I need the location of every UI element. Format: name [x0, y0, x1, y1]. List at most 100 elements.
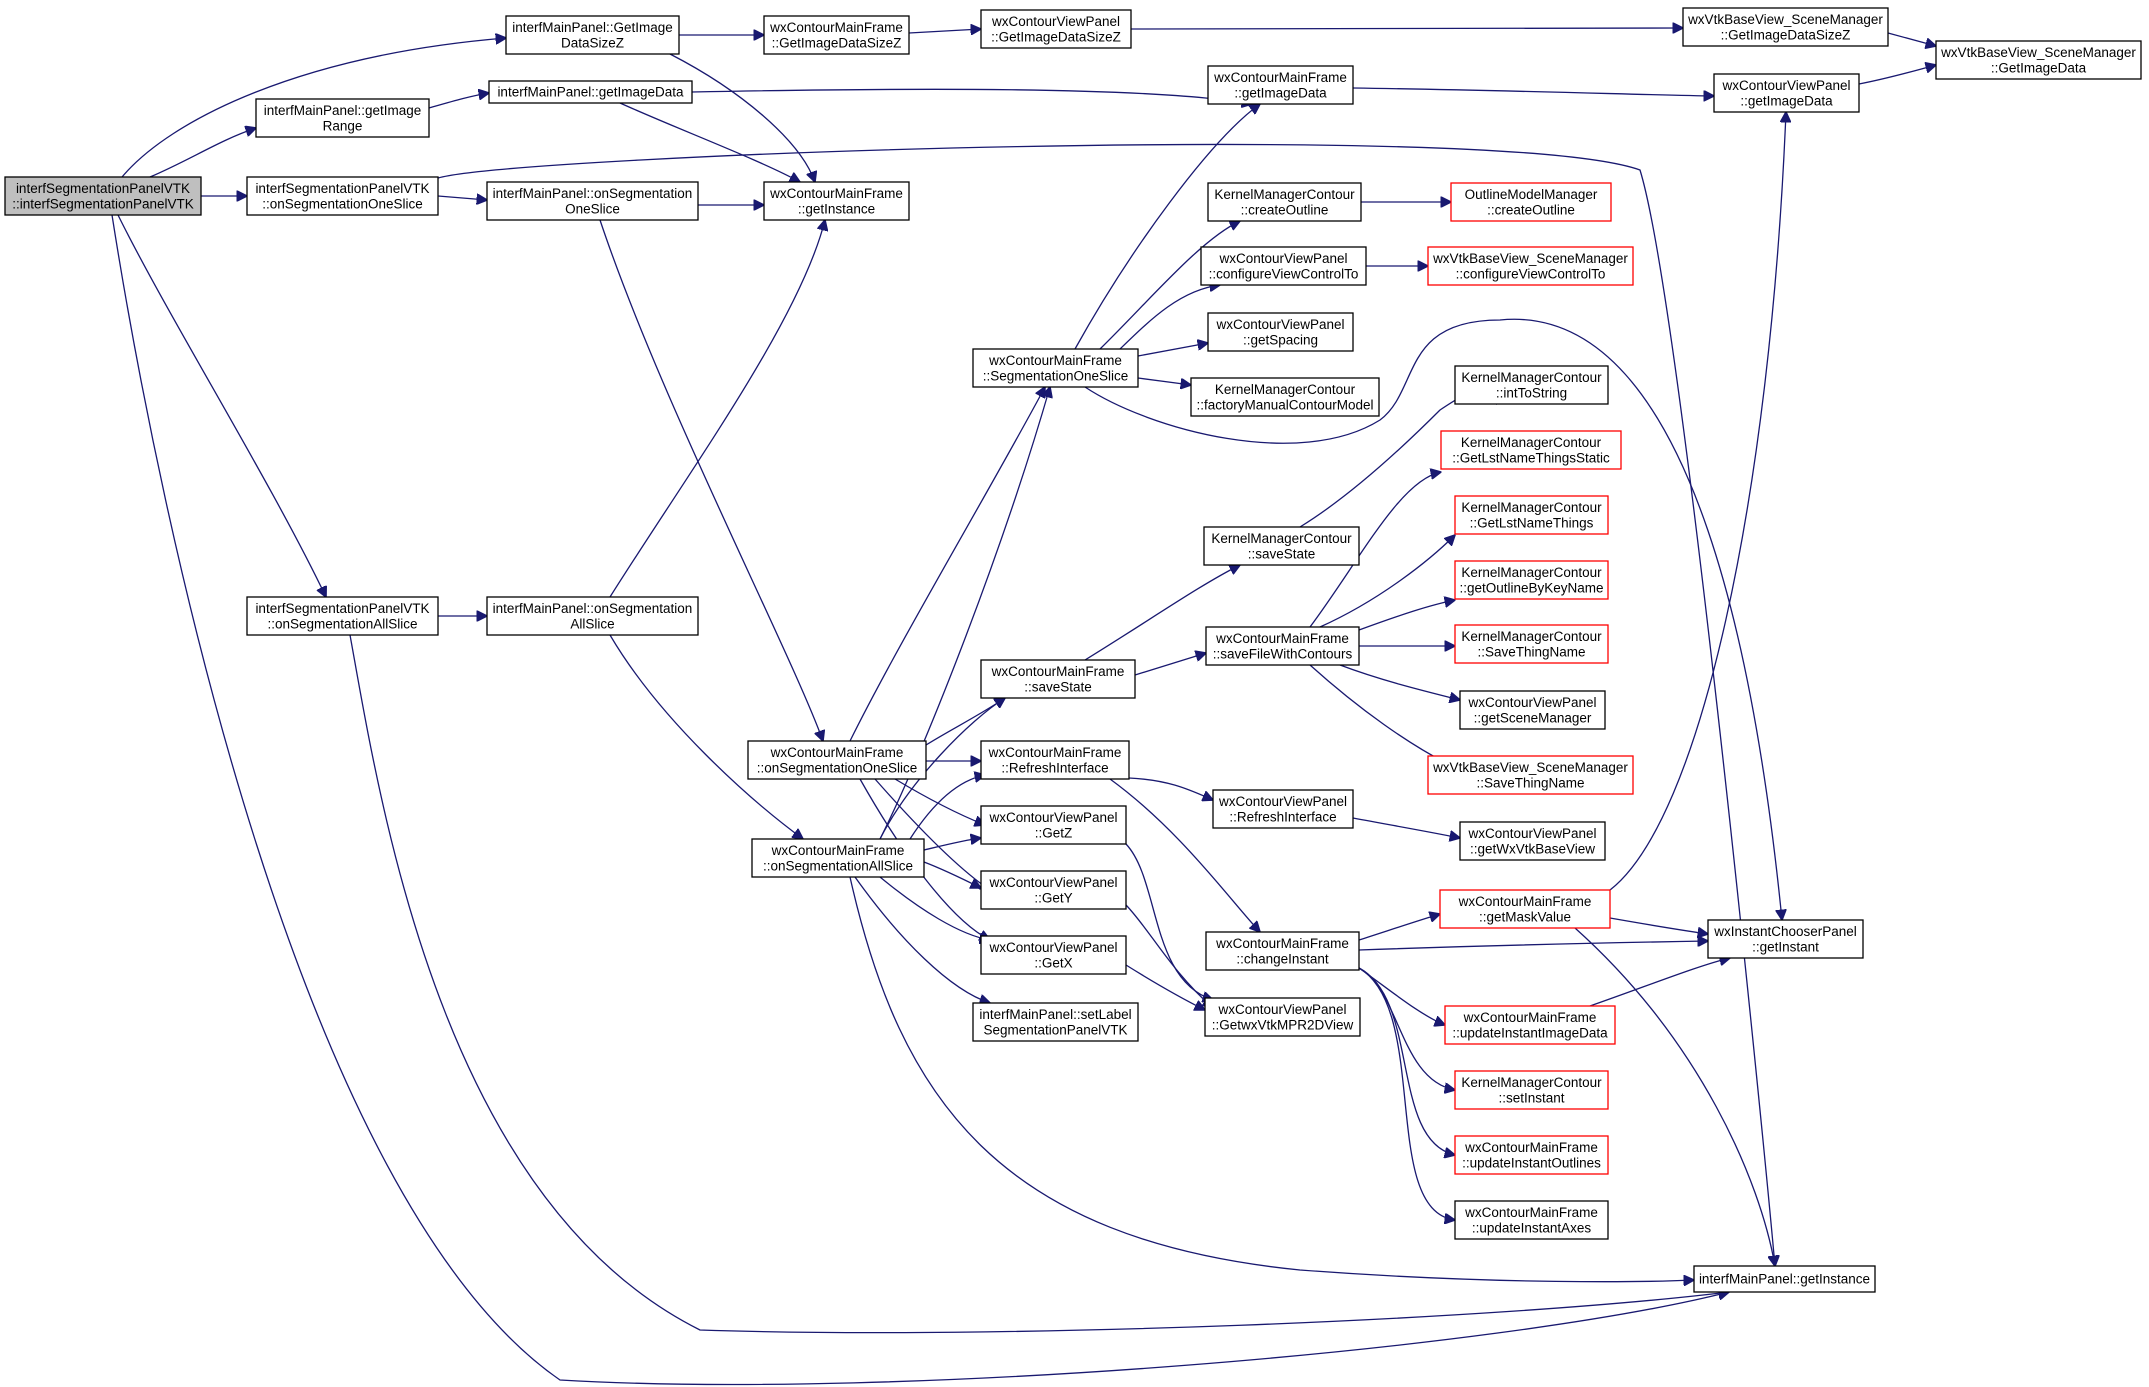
node-isp_onSegOne[interactable]: interfSegmentationPanelVTK::onSegmentati… [246, 176, 439, 216]
node-vbv_getImageDataSizeZ[interactable]: wxVtkBaseView_SceneManager::GetImageData… [1682, 7, 1889, 47]
node-omm_createOutline[interactable]: OutlineModelManager::createOutline [1450, 182, 1612, 222]
node-label: ::SaveThingName [1477, 644, 1585, 659]
node-label: wxVtkBaseView_SceneManager [1687, 12, 1883, 27]
node-cvp_getZ[interactable]: wxContourViewPanel::GetZ [980, 805, 1127, 845]
node-box [488, 80, 693, 104]
node-label: KernelManagerContour [1211, 531, 1352, 546]
node-box [980, 740, 1130, 780]
node-cmf_segOne[interactable]: wxContourMainFrame::SegmentationOneSlice [972, 348, 1139, 388]
node-kmc_saveThing[interactable]: KernelManagerContour::SaveThingName [1454, 624, 1609, 664]
node-box [972, 348, 1139, 388]
node-box [1204, 997, 1361, 1037]
node-box [1454, 624, 1609, 664]
node-kmc_getOutline[interactable]: KernelManagerContour::getOutlineByKeyNam… [1454, 560, 1609, 600]
node-cmf_onSegOne[interactable]: wxContourMainFrame::onSegmentationOneSli… [747, 740, 927, 780]
edge-imp_onSegOne-to-cmf_onSegOne [599, 219, 823, 741]
node-kmc_getLstStatic[interactable]: KernelManagerContour::GetLstNameThingsSt… [1440, 430, 1622, 470]
node-kmc_saveState[interactable]: KernelManagerContour::saveState [1203, 526, 1360, 566]
edge-cmf_onSegOne-to-cmf_saveState [925, 698, 1005, 746]
node-label: wxContourViewPanel [1218, 251, 1347, 266]
node-imp_getImageDataSizeZ[interactable]: interfMainPanel::GetImageDataSizeZ [505, 15, 680, 55]
node-cmf_updAxes[interactable]: wxContourMainFrame::updateInstantAxes [1454, 1200, 1609, 1240]
node-cmf_onSegAll[interactable]: wxContourMainFrame::onSegmentationAllSli… [751, 838, 925, 878]
node-kmc_factory[interactable]: KernelManagerContour::factoryManualConto… [1190, 377, 1380, 417]
function-nodes: interfSegmentationPanelVTK::interfSegmen… [4, 7, 2142, 1293]
node-box [980, 805, 1127, 845]
node-label: wxContourMainFrame [1213, 70, 1347, 85]
edge-cmf_saveFile-to-kmc_getLstStatic [1309, 472, 1441, 628]
node-root[interactable]: interfSegmentationPanelVTK::interfSegmen… [4, 176, 202, 216]
node-label: wxContourViewPanel [1467, 826, 1596, 841]
node-label: interfSegmentationPanelVTK [255, 181, 429, 196]
node-cvp_getImageDataSizeZ[interactable]: wxContourViewPanel::GetImageDataSizeZ [980, 9, 1132, 49]
node-label: ::GetImageData [1991, 60, 2087, 75]
node-box [747, 740, 927, 780]
node-cvp_configView[interactable]: wxContourViewPanel::configureViewControl… [1200, 246, 1367, 286]
node-kmc_intToString[interactable]: KernelManagerContour::intToString [1454, 365, 1609, 405]
node-label: ::updateInstantOutlines [1462, 1155, 1601, 1170]
node-box [1454, 365, 1609, 405]
node-cmf_getInstance[interactable]: wxContourMainFrame::getInstance [763, 181, 910, 221]
node-cmf_saveState[interactable]: wxContourMainFrame::saveState [980, 659, 1136, 699]
node-imp_onSegOne[interactable]: interfMainPanel::onSegmentationOneSlice [486, 181, 699, 221]
node-imp_onSegAll[interactable]: interfMainPanel::onSegmentationAllSlice [486, 596, 699, 636]
edge-cmf_saveFile-to-vbv_saveThing [1309, 664, 1450, 765]
node-cvp_refresh[interactable]: wxContourViewPanel::RefreshInterface [1212, 789, 1354, 829]
node-kmc_setInstant[interactable]: KernelManagerContour::setInstant [1454, 1070, 1609, 1110]
node-cmf_refresh[interactable]: wxContourMainFrame::RefreshInterface [980, 740, 1130, 780]
edge-cmf_getMask-to-cvp_getImageData [1609, 112, 1786, 891]
node-cvp_getY[interactable]: wxContourViewPanel::GetY [980, 870, 1127, 910]
edge-cmf_saveState-to-cmf_saveFile [1134, 653, 1206, 676]
node-label: wxContourMainFrame [1458, 894, 1592, 909]
edge-cmf_segOne-to-kmc_createOutline [1099, 221, 1240, 350]
node-imp_getInstance[interactable]: interfMainPanel::getInstance [1693, 1265, 1876, 1293]
node-label: KernelManagerContour [1461, 1075, 1602, 1090]
node-box [255, 98, 430, 138]
node-label: wxContourViewPanel [988, 940, 1117, 955]
node-cmf_updOutlines[interactable]: wxContourMainFrame::updateInstantOutline… [1454, 1135, 1609, 1175]
node-box [980, 870, 1127, 910]
node-box [1203, 526, 1360, 566]
node-label: OutlineModelManager [1465, 187, 1598, 202]
node-label: wxContourMainFrame [771, 843, 905, 858]
node-kmc_getLst[interactable]: KernelManagerContour::GetLstNameThings [1454, 495, 1609, 535]
node-box [1454, 560, 1609, 600]
node-vbv_configView[interactable]: wxVtkBaseView_SceneManager::configureVie… [1427, 246, 1634, 286]
node-cmf_getImageDataSizeZ[interactable]: wxContourMainFrame::GetImageDataSizeZ [763, 15, 910, 55]
node-imp_getImageData[interactable]: interfMainPanel::getImageData [488, 80, 693, 104]
edge-cmf_onSegOne-to-cmf_segOne [849, 387, 1045, 742]
node-box [1205, 931, 1360, 971]
node-box [1212, 789, 1354, 829]
node-cvp_getSpacing[interactable]: wxContourViewPanel::getSpacing [1207, 312, 1354, 352]
node-cvp_getScene[interactable]: wxContourViewPanel::getSceneManager [1459, 690, 1606, 730]
node-vbv_getImageData[interactable]: wxVtkBaseView_SceneManager::GetImageData [1935, 40, 2142, 80]
node-cvp_getImageData[interactable]: wxContourViewPanel::getImageData [1713, 73, 1860, 113]
node-box [1459, 690, 1606, 730]
node-box [1200, 246, 1367, 286]
node-kmc_createOutline[interactable]: KernelManagerContour::createOutline [1207, 182, 1362, 222]
node-icp_getInstant[interactable]: wxInstantChooserPanel::getInstant [1707, 919, 1864, 959]
node-cmf_getMask[interactable]: wxContourMainFrame::getMaskValue [1439, 889, 1611, 929]
node-label: interfSegmentationPanelVTK [255, 601, 429, 616]
edge-cvp_getY-to-cvp_getMPR [1125, 904, 1213, 1008]
node-box [1440, 430, 1622, 470]
node-imp_setLabel[interactable]: interfMainPanel::setLabelSegmentationPan… [972, 1002, 1139, 1042]
node-cmf_saveFile[interactable]: wxContourMainFrame::saveFileWithContours [1205, 626, 1360, 666]
node-vbv_saveThing[interactable]: wxVtkBaseView_SceneManager::SaveThingNam… [1427, 755, 1634, 795]
edge-cmf_onSegAll-to-imp_setLabel [854, 876, 990, 1003]
node-cmf_getImageData[interactable]: wxContourMainFrame::getImageData [1207, 65, 1354, 105]
node-cmf_changeInstant[interactable]: wxContourMainFrame::changeInstant [1205, 931, 1360, 971]
node-label: wxContourMainFrame [991, 664, 1125, 679]
node-label: ::onSegmentationAllSlice [267, 616, 417, 631]
node-box [1207, 65, 1354, 105]
node-cvp_getMPR[interactable]: wxContourViewPanel::GetwxVtkMPR2DView [1204, 997, 1361, 1037]
edge-cmf_saveState-to-kmc_saveState [1084, 565, 1240, 661]
edge-cmf_onSegOne-to-cvp_getZ [894, 778, 985, 825]
node-cvp_getWxVtk[interactable]: wxContourViewPanel::getWxVtkBaseView [1459, 821, 1606, 861]
node-label: ::SegmentationOneSlice [983, 368, 1129, 383]
node-label: wxContourMainFrame [988, 745, 1122, 760]
node-cmf_updImg[interactable]: wxContourMainFrame::updateInstantImageDa… [1444, 1005, 1616, 1045]
node-cvp_getX[interactable]: wxContourViewPanel::GetX [980, 935, 1127, 975]
node-isp_onSegAll[interactable]: interfSegmentationPanelVTK::onSegmentati… [246, 596, 439, 636]
